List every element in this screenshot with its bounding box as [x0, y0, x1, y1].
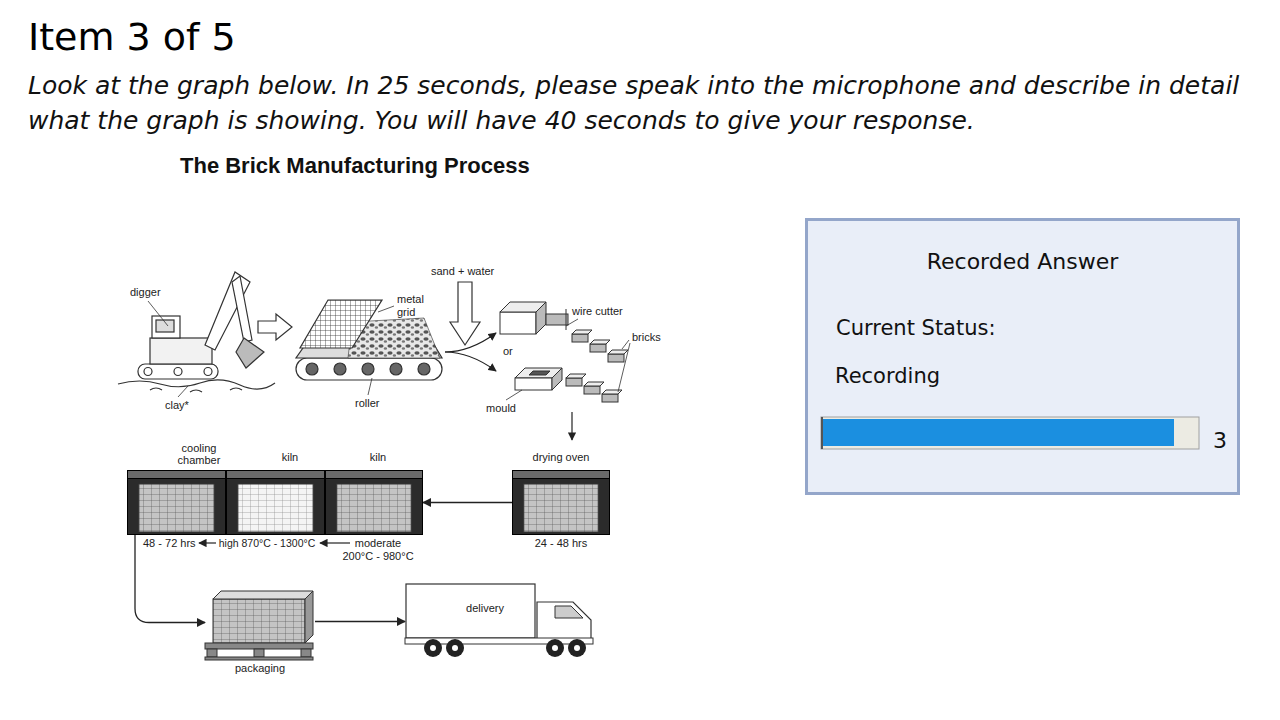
instruction-text: Look at the graph below. In 25 seconds, …: [28, 68, 1268, 138]
node-text: Current Status:: [836, 315, 996, 341]
part-label: roller: [355, 397, 379, 410]
cooling-chamber: cooling chamber48 - 72 hrs: [127, 470, 226, 535]
node-text: kiln: [275, 451, 305, 464]
node-text: 48 - 72 hrs: [143, 537, 196, 550]
diagram-title: The Brick Manufacturing Process: [180, 153, 610, 179]
delivery-truck-shape: [405, 582, 597, 658]
node-text: Recorded Answer: [808, 249, 1237, 275]
part-label: bricks: [632, 331, 661, 344]
part-label: mould: [486, 402, 516, 415]
flow-arrow: [199, 542, 216, 543]
drying-oven: drying oven24 - 48 hrs: [512, 470, 610, 535]
part-label: wire cutter: [572, 305, 623, 318]
part-label: metal grid: [397, 293, 431, 319]
node-text: cooling chamber: [172, 442, 226, 466]
part-label: or: [503, 345, 513, 358]
roller-conveyor: [296, 300, 442, 380]
part-label: digger: [130, 286, 161, 299]
kiln-chamber-shape: [226, 470, 325, 535]
digger-figure: [118, 272, 275, 392]
cooling-chamber-shape: [127, 470, 226, 535]
part-label: clay*: [165, 399, 189, 412]
input-arrow: [450, 282, 480, 345]
drying-oven-shape: [512, 470, 610, 535]
flow-arrow: [258, 314, 292, 340]
split-arrow: [445, 333, 496, 352]
progress-bar: [820, 416, 1202, 450]
node-text: kiln: [363, 451, 393, 464]
flow-connector: [423, 502, 512, 503]
packaging-pallet: packaging: [205, 585, 315, 660]
node-text: drying oven: [512, 451, 610, 464]
node-text: 3: [1213, 428, 1227, 454]
kiln-chamber-shape: [325, 470, 423, 535]
flow-arrow: [571, 412, 572, 440]
node-text: delivery: [445, 602, 525, 615]
node-text: 24 - 48 hrs: [512, 537, 610, 550]
leader-lines: [148, 301, 630, 400]
delivery-truck: delivery: [405, 582, 597, 658]
kiln-chamber: kilnhigh 870°C - 1300°C: [226, 470, 325, 535]
node-text: packaging: [205, 662, 315, 675]
wire-cutter-figure: [500, 302, 628, 362]
split-arrow: [445, 352, 496, 371]
flow-arrow: [320, 542, 350, 543]
flow-connector: [315, 621, 405, 622]
packaging-pallet-shape: [205, 585, 315, 660]
recording-panel: Recorded AnswerCurrent Status: Recording 3: [805, 218, 1240, 495]
mould-figure: [515, 368, 622, 402]
node-text: high 870°C - 1300°C: [218, 537, 316, 550]
item-heading: Item 3 of 5: [28, 14, 236, 60]
kiln-chamber: kilnmoderate 200°C - 980°C: [325, 470, 423, 535]
node-text: moderate 200°C - 980°C: [340, 537, 416, 563]
part-label: sand + water: [431, 265, 494, 278]
flow-connector: [135, 535, 205, 623]
node-text: Recording: [835, 363, 940, 389]
